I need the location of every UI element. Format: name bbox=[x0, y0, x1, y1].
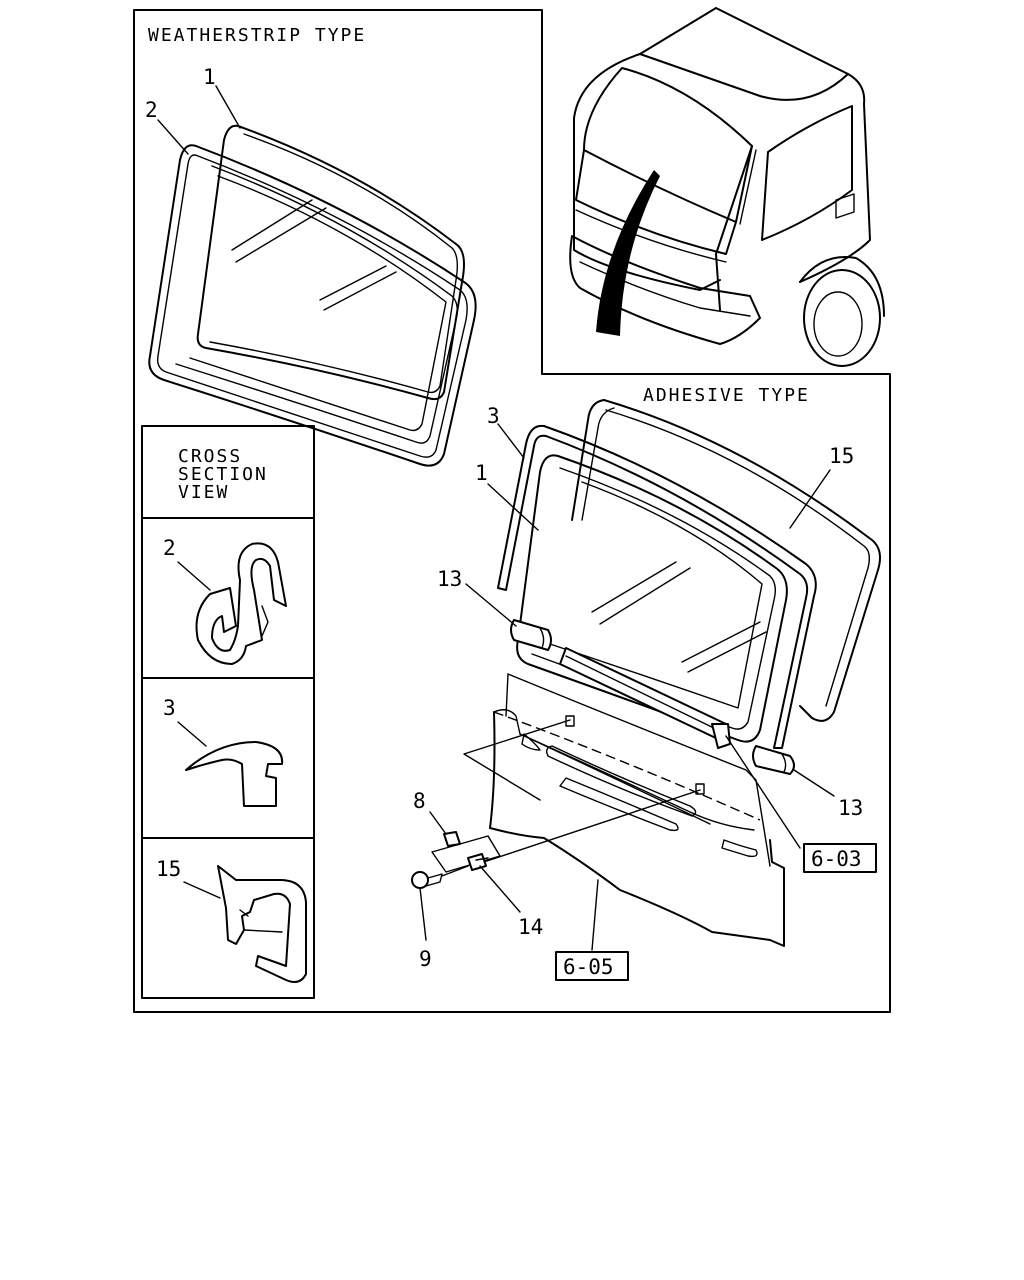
cross-section-label-2: 2 bbox=[163, 536, 176, 560]
clip-8 bbox=[431, 831, 501, 873]
lower-seal-strip bbox=[559, 647, 731, 749]
ref-box-605 bbox=[555, 951, 629, 981]
cowl-panel bbox=[489, 673, 785, 947]
adhesive-molding bbox=[571, 399, 881, 722]
callout-ad-1: 1 bbox=[475, 461, 488, 485]
cross-section-title-1: CROSS bbox=[178, 446, 242, 467]
cross-section-spacer bbox=[185, 741, 284, 807]
ref-605-label: 6-05 bbox=[563, 955, 614, 979]
ref-603-label: 6-03 bbox=[811, 847, 862, 871]
ref-box-603 bbox=[803, 843, 877, 873]
screw-9 bbox=[411, 865, 469, 889]
callout-ws-1: 1 bbox=[203, 65, 216, 89]
callout-ad-9: 9 bbox=[419, 947, 432, 971]
cross-section-title-2: SECTION bbox=[178, 464, 268, 485]
weatherstrip-header: WEATHERSTRIP TYPE bbox=[148, 25, 366, 46]
cross-section-title-3: VIEW bbox=[178, 482, 229, 503]
location-pointer bbox=[596, 170, 660, 336]
fastener-14 bbox=[467, 853, 489, 871]
callout-ad-8: 8 bbox=[413, 789, 426, 813]
cross-section-label-3: 3 bbox=[163, 696, 176, 720]
cross-section-molding bbox=[217, 865, 307, 983]
cross-section-weatherstrip bbox=[195, 542, 287, 665]
cross-section-table: CROSS SECTION VIEW 2 3 15 bbox=[141, 425, 315, 999]
adhesive-header: ADHESIVE TYPE bbox=[643, 385, 810, 406]
spacer-13-right bbox=[752, 745, 795, 775]
callout-ad-13-left: 13 bbox=[437, 567, 462, 591]
weatherstrip-seal bbox=[148, 144, 477, 467]
spacer-13-left bbox=[510, 619, 552, 651]
adhesive-dam bbox=[497, 424, 817, 749]
callout-ws-2: 2 bbox=[145, 98, 158, 122]
cross-section-label-15: 15 bbox=[156, 857, 181, 881]
callout-ad-15: 15 bbox=[829, 444, 854, 468]
diagram-frame bbox=[133, 9, 891, 1013]
truck-cab-illustration bbox=[569, 7, 885, 367]
callout-ad-14: 14 bbox=[518, 915, 543, 939]
callout-ad-13-right: 13 bbox=[838, 796, 863, 820]
callout-ad-3: 3 bbox=[487, 404, 500, 428]
weatherstrip-glass bbox=[196, 124, 465, 401]
